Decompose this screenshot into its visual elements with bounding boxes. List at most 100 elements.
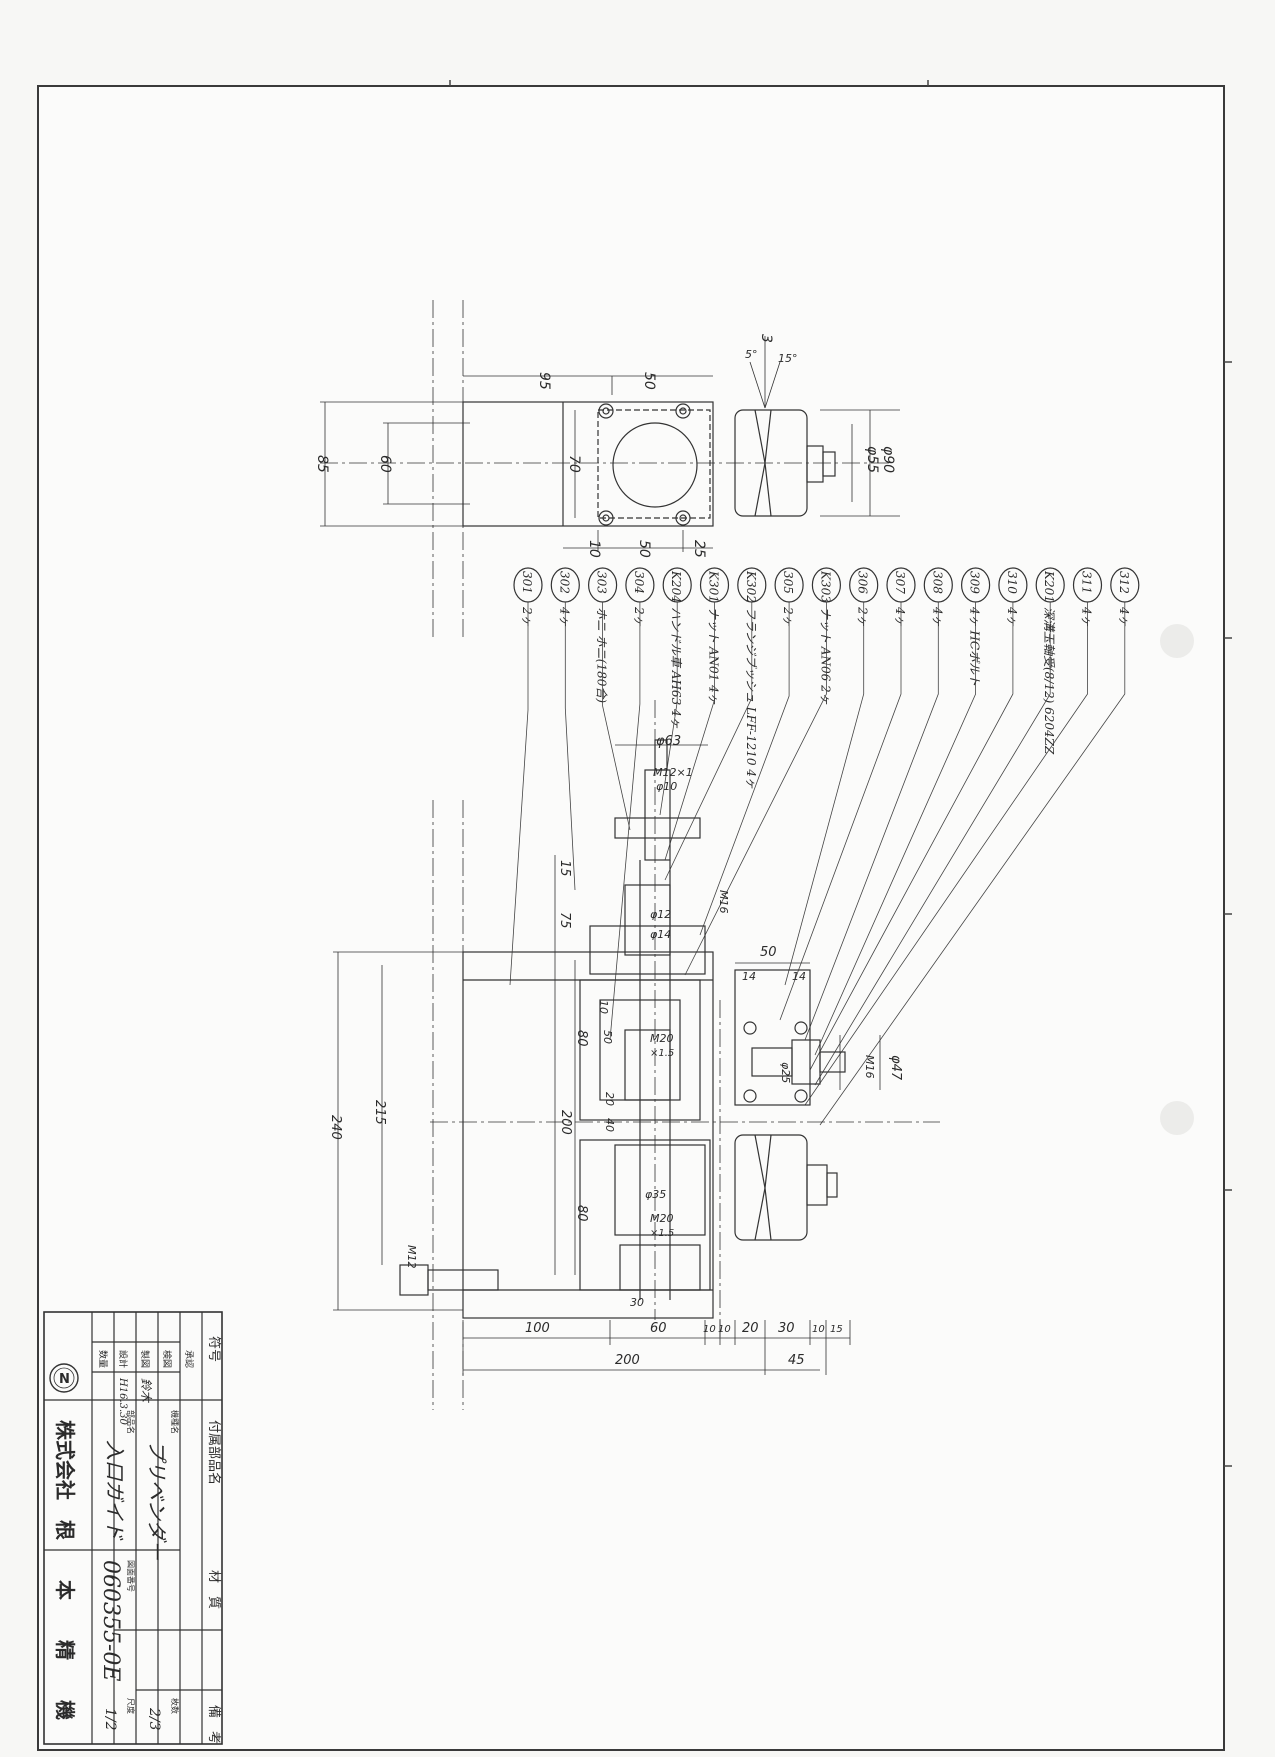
- dim-label: 45: [788, 1353, 805, 1368]
- dim-label: 15: [830, 1324, 843, 1335]
- dim-label: 200: [615, 1353, 640, 1368]
- drawing-number-label: 図面番号: [126, 1560, 136, 1592]
- leader-line: [664, 602, 753, 881]
- dim-label: M20: [650, 1032, 674, 1045]
- leader-line: [564, 602, 576, 891]
- dim-label: φ14: [650, 928, 671, 941]
- punch-hole: [1160, 624, 1194, 658]
- sheet-count: 2/3: [146, 1707, 162, 1731]
- company-name-part: 根: [53, 1520, 77, 1540]
- callout-quantity: ナット AN06 2ヶ: [818, 607, 832, 705]
- dim-label: 50: [601, 1030, 614, 1044]
- dim-label: 100: [525, 1321, 550, 1336]
- callout-number: 312: [1117, 571, 1131, 594]
- dim-label: M12×1: [653, 766, 693, 779]
- dim-label: φ35: [645, 1188, 666, 1201]
- checked-label: 検図: [161, 1350, 173, 1368]
- dim-label: 30: [630, 1296, 644, 1309]
- dim-label: 5°: [745, 348, 758, 361]
- dim-label: 10: [597, 1000, 610, 1014]
- dim-label: 50: [760, 945, 777, 960]
- callout-quantity: 4ヶ: [930, 606, 944, 627]
- dim-label: 80: [574, 1030, 589, 1047]
- leader-line: [602, 602, 631, 831]
- dim-label: ×1.5: [650, 1048, 674, 1059]
- dim-label: 14: [792, 970, 806, 983]
- leader-line: [784, 602, 865, 986]
- dim-label: 50: [641, 372, 657, 390]
- callout-number: 304: [632, 571, 646, 594]
- callout-quantity: 2ヶ: [856, 606, 870, 627]
- dim-label: M16: [863, 1055, 876, 1079]
- dim-label: 15°: [778, 352, 798, 365]
- callout-number: K302: [744, 570, 758, 603]
- material-label: 材 質: [206, 1570, 221, 1609]
- scale-label: 尺度: [126, 1698, 136, 1714]
- part-name: 入口ガイド: [103, 1440, 127, 1541]
- dim-label: φ12: [650, 908, 671, 921]
- callout-quantity: 2ヶ: [520, 606, 534, 627]
- main-view: [333, 700, 940, 1410]
- dim-label: M12: [405, 1245, 418, 1269]
- leader-line: [659, 602, 678, 816]
- dim-label: 60: [377, 455, 393, 473]
- callout-number: 302: [557, 571, 571, 594]
- leader-line: [804, 602, 939, 1041]
- leader-line: [814, 602, 976, 1056]
- dim-label: φ25: [779, 1062, 792, 1083]
- dim-label: 95: [536, 372, 552, 390]
- designed-label: 設計: [117, 1350, 129, 1368]
- leader-line: [684, 602, 827, 976]
- callout-number: 308: [930, 571, 944, 594]
- dim-label: 80: [574, 1205, 589, 1222]
- leader-line: [779, 602, 902, 1021]
- dim-label: 20: [742, 1321, 759, 1336]
- company-name-part: 株式会社: [53, 1420, 77, 1500]
- dim-label: 200: [558, 1110, 573, 1135]
- dim-label: M16: [717, 890, 730, 914]
- dim-label: 10: [812, 1324, 825, 1335]
- dim-label: M20: [650, 1212, 674, 1225]
- callout-number: K301: [707, 570, 721, 603]
- drawing-date: H16.3.30: [117, 1377, 128, 1426]
- machine-name-label: 機種名: [170, 1410, 180, 1434]
- callout-number: 301: [520, 571, 534, 594]
- dim-label: 3: [758, 334, 774, 343]
- callout-quantity: フランジブッシュ LFF-1210 4ヶ: [744, 607, 758, 789]
- callout-number: 307: [893, 571, 907, 594]
- dim-label: 10: [718, 1324, 731, 1335]
- dim-label: φ47: [888, 1055, 903, 1081]
- dim-label: φ55: [864, 446, 880, 473]
- dim-label: 20: [603, 1092, 616, 1106]
- dim-label: φ63: [656, 734, 681, 749]
- approved-label: 承認: [183, 1350, 195, 1368]
- sheet-label: 枚数: [170, 1698, 180, 1714]
- callout-quantity: 2ヶ: [632, 606, 646, 627]
- callout-quantity: 4ヶ: [557, 606, 571, 627]
- top-view: [320, 300, 900, 640]
- dim-label: φ10: [656, 780, 677, 793]
- callout-number: K204: [669, 570, 683, 603]
- dim-label: 30: [778, 1321, 795, 1336]
- callout-quantity: ナット AN01 4ヶ: [707, 607, 721, 705]
- callout-quantity: 4ヶ: [1117, 606, 1131, 627]
- callout-quantity: ハンドル車 AH63 4ヶ: [669, 607, 683, 729]
- dim-label: 75: [557, 912, 572, 929]
- callout-quantity: 4ヶ HCボルト: [968, 606, 982, 686]
- dim-label: ×1.5: [650, 1228, 674, 1239]
- leader-line: [819, 602, 1126, 1126]
- remarks-label: 備 考: [206, 1705, 222, 1744]
- callout-number: 311: [1080, 571, 1094, 594]
- quantity-label: 数量: [97, 1350, 109, 1368]
- callout-quantity: ホニ ホニ(180合): [595, 607, 609, 703]
- leader-line: [609, 602, 641, 1041]
- dim-label: 40: [603, 1118, 616, 1132]
- dim-label: 215: [372, 1100, 387, 1125]
- company-name-part: 本: [53, 1580, 77, 1600]
- dim-label: 50: [636, 540, 652, 558]
- dim-label: 70: [566, 455, 582, 473]
- leader-line: [814, 602, 1051, 1086]
